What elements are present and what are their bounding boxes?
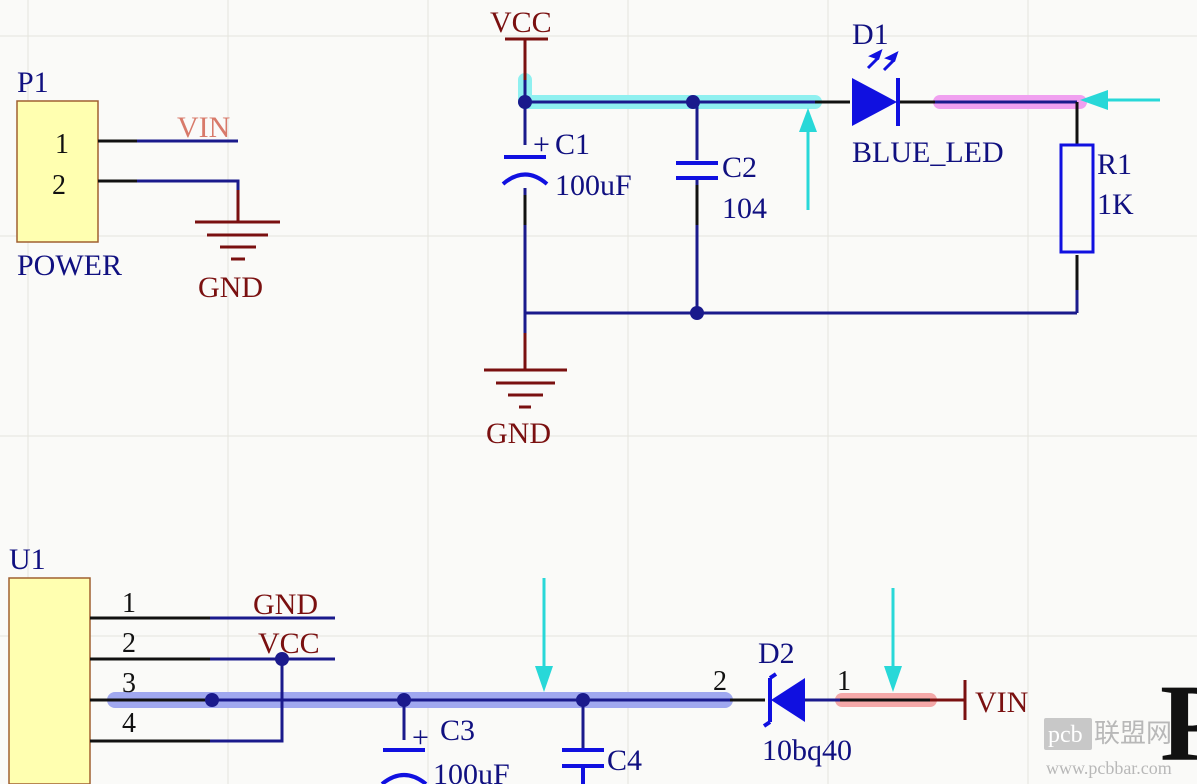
resistor-r1[interactable]	[1059, 143, 1095, 254]
r1-ref: R1	[1097, 148, 1132, 181]
u1-ref: U1	[9, 543, 46, 576]
watermark: pcb 联盟网 www.pcbbar.com	[1044, 718, 1172, 778]
led-d1[interactable]	[852, 49, 900, 126]
c2-ref: C2	[722, 151, 757, 184]
bottom-wires[interactable]	[210, 616, 840, 748]
annotation-arrow-icon-4	[884, 588, 902, 692]
c1-polarity: +	[533, 128, 550, 161]
c1-value: 100uF	[555, 169, 632, 202]
capacitor-c2[interactable]	[676, 161, 718, 180]
gnd-symbol-top	[484, 333, 567, 409]
gnd-symbol-p1	[195, 190, 280, 261]
annotation-arrow-icon-3	[535, 578, 553, 692]
p1-name: POWER	[17, 249, 122, 282]
u1-pin-4: 4	[122, 708, 136, 739]
connector-u1[interactable]: U1 1 2 3 4	[8, 543, 210, 784]
d2-ref: D2	[758, 637, 795, 670]
watermark-url: www.pcbbar.com	[1046, 758, 1172, 778]
connector-p1[interactable]: P1 1 2 POWER	[16, 66, 137, 282]
net-label-vin-bottom: VIN	[975, 686, 1028, 719]
c2-value: 104	[722, 192, 767, 225]
annotation-arrow-icon-2	[1080, 90, 1160, 110]
p1-ref: P1	[17, 66, 49, 99]
capacitor-c4[interactable]	[562, 748, 604, 784]
p1-gnd-wire[interactable]	[137, 179, 240, 222]
capacitor-c3[interactable]	[380, 748, 428, 784]
r1-value: 1K	[1097, 188, 1134, 221]
net-label-vcc-u1: VCC	[258, 627, 320, 660]
u1-pin-1: 1	[122, 588, 136, 619]
watermark-brand: pcb	[1048, 722, 1083, 748]
c4-ref: C4	[607, 744, 642, 777]
u1-pin-3: 3	[122, 668, 136, 699]
net-label-vcc-top: VCC	[490, 6, 552, 39]
watermark-cn: 联盟网	[1094, 719, 1172, 748]
capacitor-c1[interactable]	[501, 155, 549, 186]
d1-ref: D1	[852, 18, 889, 51]
net-label-vin-p1: VIN	[177, 111, 230, 144]
net-label-gnd-top: GND	[486, 417, 551, 450]
top-wires[interactable]	[523, 80, 1079, 333]
diode-d2[interactable]	[762, 672, 805, 728]
junctions-top	[518, 95, 704, 320]
c1-ref: C1	[555, 128, 590, 161]
d2-pin-anode: 2	[713, 666, 727, 697]
d1-value: BLUE_LED	[852, 136, 1004, 169]
c3-ref: C3	[440, 714, 475, 747]
d2-pin-cathode: 1	[837, 666, 851, 697]
net-label-gnd-u1: GND	[253, 588, 318, 621]
vcc-power-port	[505, 37, 548, 80]
annotation-arrow-icon-1	[799, 108, 817, 210]
u1-pin-2: 2	[122, 628, 136, 659]
d2-value: 10bq40	[762, 734, 852, 767]
junctions-bottom	[205, 652, 590, 707]
partial-letter: P	[1160, 662, 1197, 784]
highlight-vcc-net	[518, 73, 822, 109]
net-label-gnd-p1: GND	[198, 271, 263, 304]
p1-pin-1: 1	[55, 129, 69, 160]
vin-power-port	[930, 680, 967, 720]
p1-pin-2: 2	[52, 170, 66, 201]
c3-value: 100uF	[433, 758, 510, 784]
c3-polarity: +	[412, 721, 429, 754]
top-pin-stubs	[523, 100, 1079, 290]
